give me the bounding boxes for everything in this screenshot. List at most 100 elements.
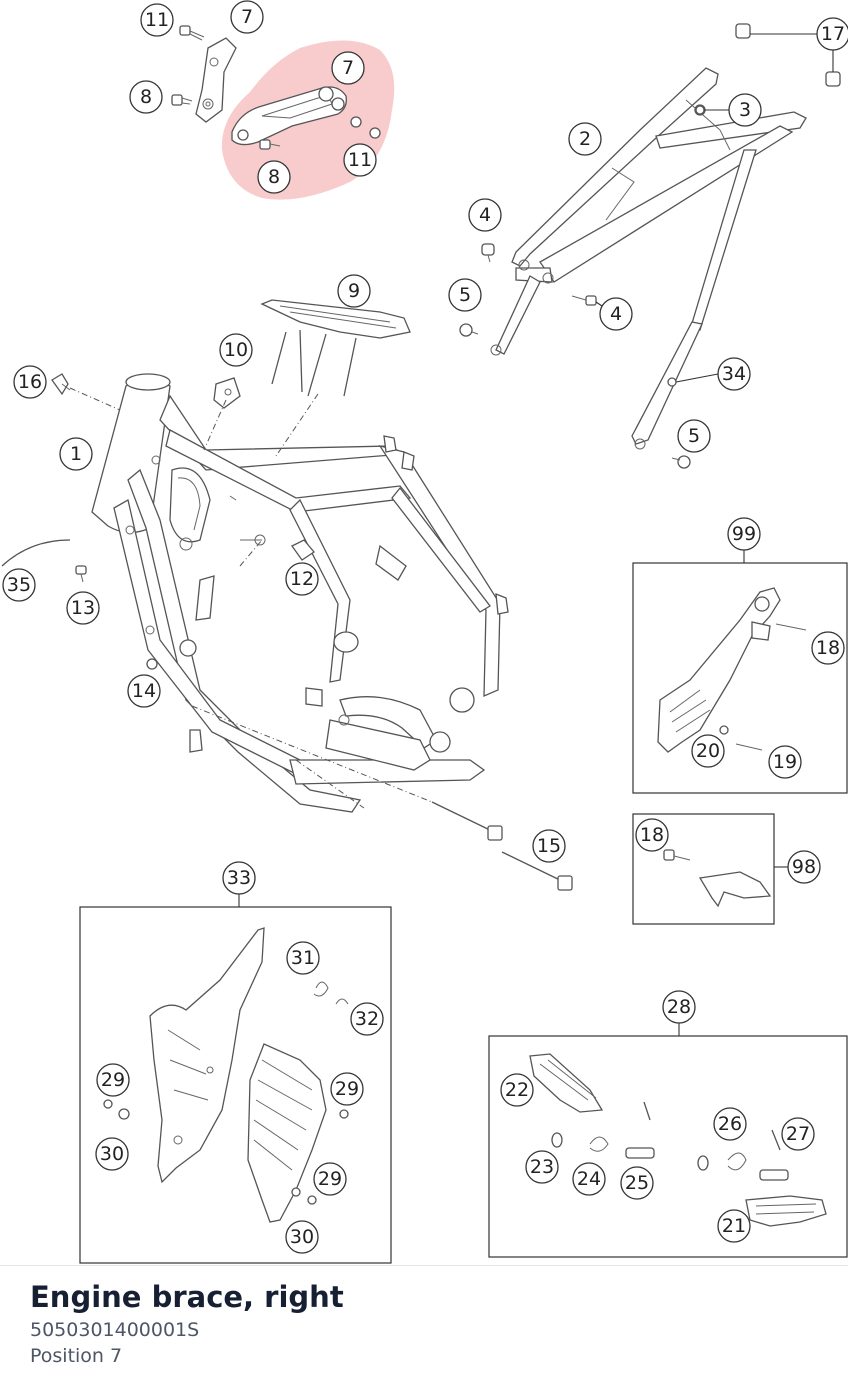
callout-35[interactable]: 35 <box>2 568 36 602</box>
nuts-11-right-drawing <box>350 116 381 139</box>
callout-14[interactable]: 14 <box>127 674 161 708</box>
callout-32[interactable]: 32 <box>350 1002 384 1036</box>
svg-text:14: 14 <box>132 680 156 702</box>
callout-30-lower[interactable]: 30 <box>285 1220 319 1254</box>
callout-29-left[interactable]: 29 <box>96 1063 130 1097</box>
hose-35-drawing <box>1 539 71 567</box>
callout-15[interactable]: 15 <box>532 829 566 863</box>
callout-28[interactable]: 28 <box>662 990 696 1024</box>
svg-text:98: 98 <box>792 856 816 878</box>
svg-text:19: 19 <box>773 751 797 773</box>
svg-text:33: 33 <box>227 867 251 889</box>
callout-19[interactable]: 19 <box>768 745 802 779</box>
svg-text:18: 18 <box>640 824 664 846</box>
callout-22[interactable]: 22 <box>500 1073 534 1107</box>
svg-text:15: 15 <box>537 835 561 857</box>
svg-text:25: 25 <box>625 1172 649 1194</box>
part-position: Position 7 <box>30 1345 123 1367</box>
nut-3-drawing <box>695 105 705 115</box>
svg-text:20: 20 <box>696 740 720 762</box>
svg-text:10: 10 <box>224 339 248 361</box>
callout-8-top[interactable]: 8 <box>129 80 163 114</box>
svg-text:23: 23 <box>530 1156 554 1178</box>
callout-7-top[interactable]: 7 <box>230 0 264 34</box>
frame-protector-right-drawing <box>247 1043 327 1223</box>
callout-2[interactable]: 2 <box>568 122 602 156</box>
svg-text:16: 16 <box>18 371 42 393</box>
nut-14-drawing <box>146 658 158 670</box>
svg-text:13: 13 <box>71 597 95 619</box>
callout-18-box99[interactable]: 18 <box>811 631 845 665</box>
svg-text:30: 30 <box>100 1143 124 1165</box>
footrest-pins-springs-drawing <box>551 1101 789 1181</box>
screw-4-upper-drawing <box>481 243 495 263</box>
bolt-11-left-drawing <box>179 25 205 41</box>
callout-18-box98[interactable]: 18 <box>635 818 669 852</box>
svg-text:22: 22 <box>505 1079 529 1101</box>
callout-16[interactable]: 16 <box>13 365 47 399</box>
callout-21[interactable]: 21 <box>717 1209 751 1243</box>
svg-text:32: 32 <box>355 1008 379 1030</box>
side-stand-99-drawing <box>657 587 807 753</box>
footrest-22-drawing <box>529 1053 604 1113</box>
bolt-8-left-drawing <box>171 94 193 106</box>
callout-23[interactable]: 23 <box>525 1150 559 1184</box>
callout-9[interactable]: 9 <box>337 274 371 308</box>
callout-11-highlight[interactable]: 11 <box>343 143 377 177</box>
callout-29-right[interactable]: 29 <box>330 1072 364 1106</box>
callout-7-highlight[interactable]: 7 <box>331 51 365 85</box>
callout-98[interactable]: 98 <box>787 850 821 884</box>
svg-text:7: 7 <box>342 57 354 79</box>
subframe-drawing <box>490 67 807 450</box>
callout-25[interactable]: 25 <box>620 1166 654 1200</box>
callout-20[interactable]: 20 <box>691 734 725 768</box>
callout-30-left[interactable]: 30 <box>95 1137 129 1171</box>
svg-text:24: 24 <box>577 1168 601 1190</box>
screw-16-drawing <box>51 373 71 396</box>
svg-text:2: 2 <box>579 128 591 150</box>
part-title: Engine brace, right <box>30 1280 344 1314</box>
callout-11-top[interactable]: 11 <box>140 3 174 37</box>
callout-33[interactable]: 33 <box>222 861 256 895</box>
svg-text:26: 26 <box>718 1113 742 1135</box>
svg-text:30: 30 <box>290 1226 314 1248</box>
screw-13-drawing <box>75 565 87 583</box>
svg-text:3: 3 <box>739 99 751 121</box>
callout-26[interactable]: 26 <box>713 1107 747 1141</box>
callout-1[interactable]: 1 <box>59 437 93 471</box>
bolts-15-drawing <box>431 801 573 891</box>
footrest-21-drawing <box>745 1195 827 1227</box>
engine-brace-left-drawing[interactable] <box>195 37 237 123</box>
callout-5-lower[interactable]: 5 <box>677 419 711 453</box>
callout-17[interactable]: 17 <box>816 17 848 51</box>
callout-13[interactable]: 13 <box>66 591 100 625</box>
callout-4-lower[interactable]: 4 <box>599 297 633 331</box>
engine-brace-right-drawing[interactable] <box>231 86 347 146</box>
svg-text:12: 12 <box>290 568 314 590</box>
callout-34[interactable]: 34 <box>717 357 751 391</box>
callout-3[interactable]: 3 <box>728 93 762 127</box>
part-number: 5050301400001S <box>30 1319 200 1341</box>
callout-31[interactable]: 31 <box>286 941 320 975</box>
svg-text:5: 5 <box>688 425 700 447</box>
screw-5-mid-drawing <box>459 323 479 337</box>
exploded-parts-diagram: 11 7 8 7 8 11 17 3 2 4 5 4 34 5 9 10 16 … <box>1 0 848 1264</box>
callout-12[interactable]: 12 <box>285 562 319 596</box>
svg-text:28: 28 <box>667 996 691 1018</box>
frame-protector-left-drawing <box>149 927 265 1184</box>
callout-29-lower[interactable]: 29 <box>313 1162 347 1196</box>
svg-text:21: 21 <box>722 1215 746 1237</box>
svg-text:8: 8 <box>140 86 152 108</box>
callout-5-mid[interactable]: 5 <box>448 278 482 312</box>
screw-5-lower-drawing <box>671 455 691 469</box>
part-info-panel: Engine brace, right 5050301400001S Posit… <box>0 1265 848 1391</box>
callout-8-highlight[interactable]: 8 <box>257 160 291 194</box>
callout-27[interactable]: 27 <box>781 1117 815 1151</box>
callout-99[interactable]: 99 <box>727 517 761 551</box>
svg-text:29: 29 <box>335 1078 359 1100</box>
svg-text:29: 29 <box>318 1168 342 1190</box>
callout-24[interactable]: 24 <box>572 1162 606 1196</box>
callout-10[interactable]: 10 <box>219 333 253 367</box>
callout-4-upper[interactable]: 4 <box>468 198 502 232</box>
clip-10-drawing <box>213 377 241 409</box>
